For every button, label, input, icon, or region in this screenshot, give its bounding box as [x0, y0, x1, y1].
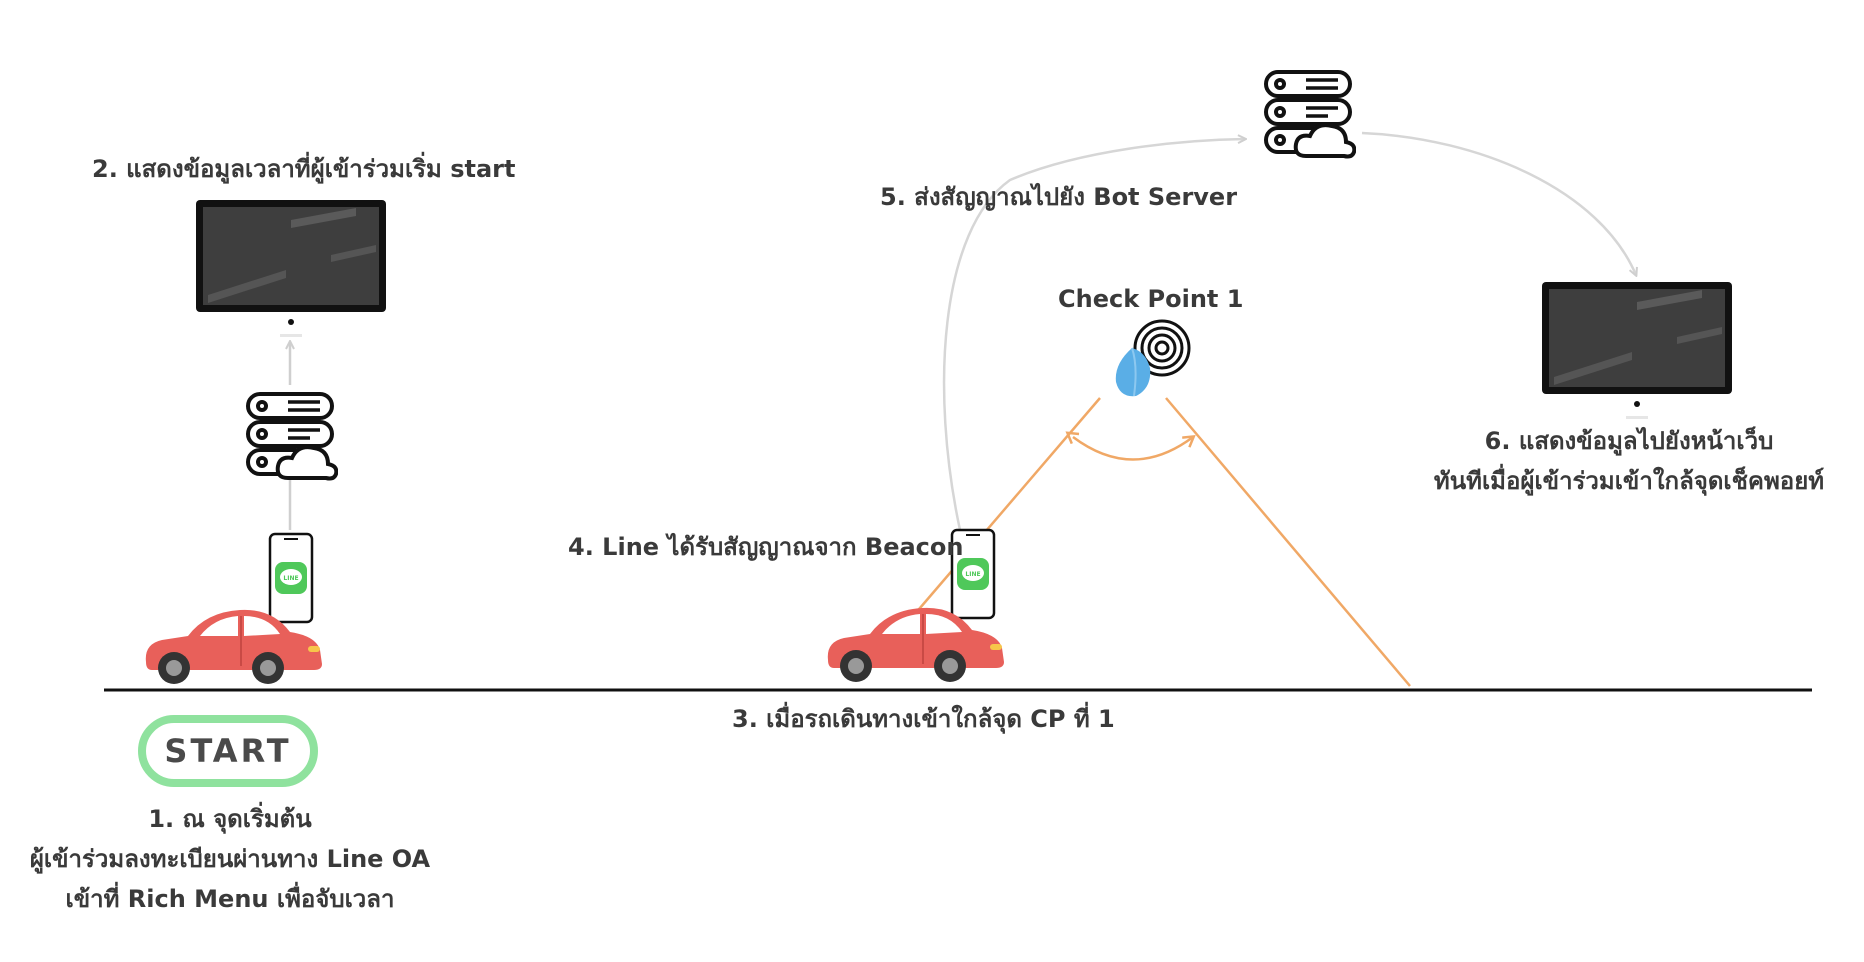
- monitor-icon: [196, 200, 386, 337]
- phone-to-bot-server-arrow: [942, 139, 1245, 531]
- beacon-range-arc: [1073, 437, 1193, 461]
- step-3-label: 3. เมื่อรถเดินทางเข้าใกล้จุด CP ที่ 1: [732, 705, 1115, 733]
- line-logo-text: LINE: [283, 575, 298, 582]
- server-cloud-icon: [1264, 70, 1356, 159]
- phone-line-icon: LINE: [950, 528, 996, 620]
- car-icon: [827, 607, 1004, 682]
- step-1-line-1: 1. ณ จุดเริ่มต้น: [148, 805, 312, 833]
- beacon-range-left-line: [907, 397, 1101, 623]
- line-logo-text: LINE: [965, 571, 980, 578]
- step-4-label: 4. Line ได้รับสัญญาณจาก Beacon: [568, 533, 964, 561]
- bot-server-to-web-arrow: [1361, 131, 1636, 275]
- checkpoint-label: Check Point 1: [1058, 285, 1244, 313]
- step-1-line-2: ผู้เข้าร่วมลงทะเบียนผ่านทาง Line OA: [29, 845, 431, 873]
- step-2-label: 2. แสดงข้อมูลเวลาที่ผู้เข้าร่วมเริ่ม sta…: [92, 155, 516, 183]
- monitor-icon: [1542, 282, 1732, 419]
- beacon-icon: [1115, 347, 1151, 397]
- car-icon: [145, 609, 322, 684]
- signal-icon: [1133, 319, 1191, 377]
- server-cloud-icon: [246, 392, 338, 481]
- step-6-line-2: ทันทีเมื่อผู้เข้าร่วมเข้าใกล้จุดเช็คพอยท…: [1433, 467, 1825, 495]
- phone-line-icon: LINE: [268, 532, 314, 624]
- step-5-label: 5. ส่งสัญญาณไปยัง Bot Server: [880, 183, 1238, 211]
- step-6-line-1: 6. แสดงข้อมูลไปยังหน้าเว็บ: [1484, 427, 1774, 455]
- beacon-range-right-line: [1165, 397, 1411, 687]
- start-button[interactable]: START: [138, 715, 318, 787]
- step-1-line-3: เข้าที่ Rich Menu เพื่อจับเวลา: [65, 885, 395, 913]
